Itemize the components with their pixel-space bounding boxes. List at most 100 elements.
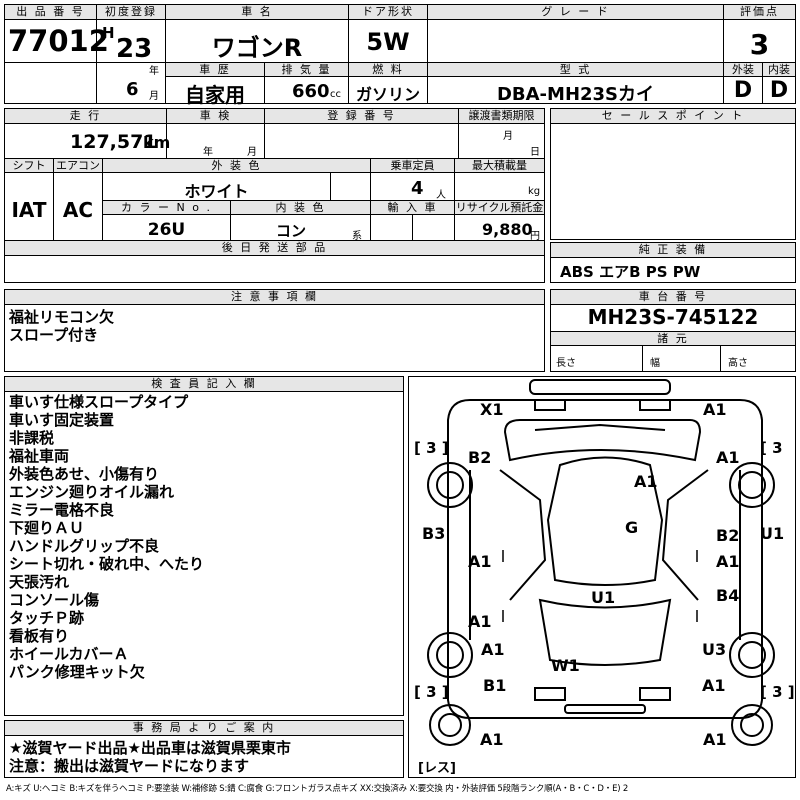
month-unit: 月 xyxy=(149,91,159,102)
color-number: 26U xyxy=(147,220,186,240)
regno-label: 登 録 番 号 xyxy=(265,109,458,124)
mark-a1-left-front-door: A1 xyxy=(468,552,492,571)
load-unit: kg xyxy=(528,186,541,197)
mark-b3: B3 xyxy=(422,524,446,543)
tire-left-front: [ 3 ] xyxy=(414,439,449,457)
exterior-label: 外装 xyxy=(724,63,762,77)
sales-point-box xyxy=(550,108,796,240)
mark-a1-left-quarter: A1 xyxy=(481,640,505,659)
inspector-line: ハンドルグリップ不良 xyxy=(9,537,160,555)
mark-a1-top-right: A1 xyxy=(703,400,727,419)
inspection-month-unit: 月 xyxy=(247,147,257,158)
mark-b4: B4 xyxy=(716,586,740,605)
equipment-items: ABS エアB PS PW xyxy=(560,263,701,281)
length-label: 長さ xyxy=(556,358,576,369)
chassis-label: 車 台 番 号 xyxy=(551,290,795,305)
later-parts-label: 後 日 発 送 部 品 xyxy=(5,241,544,256)
mark-a1-left-rear-door: A1 xyxy=(468,612,492,631)
office-line: ★滋賀ヤード出品★出品車は滋賀県栗東市 xyxy=(9,739,291,757)
chassis-number: MH23S-745122 xyxy=(587,305,759,329)
transfer-day-unit: 日 xyxy=(530,147,540,158)
score: 3 xyxy=(749,28,770,61)
color-label: 外 装 色 xyxy=(103,159,370,173)
lot-no: 77012 xyxy=(8,24,109,58)
caution-notes: 福祉リモコン欠 スロープ付き xyxy=(9,308,114,344)
inspector-line: 車いす仕様スロープタイプ xyxy=(9,393,189,411)
inspector-line: 車いす固定装置 xyxy=(9,411,115,429)
mark-u1-roof: U1 xyxy=(591,588,616,607)
capacity: 4 xyxy=(411,178,424,199)
inspector-line: 看板有り xyxy=(9,627,70,645)
fuel-label: 燃 料 xyxy=(349,63,427,77)
equipment-label: 純 正 装 備 xyxy=(551,243,795,258)
mark-u3: U3 xyxy=(702,640,727,659)
tire-right-rear: [ 3 ] xyxy=(760,683,795,701)
caution-line: スロープ付き xyxy=(9,326,99,344)
color: ホワイト xyxy=(184,182,249,201)
chassis-box xyxy=(550,289,796,372)
load-label: 最大積載量 xyxy=(455,159,544,173)
tire-left-rear: [ 3 ] xyxy=(414,683,449,701)
vehicle-details-block xyxy=(4,108,545,283)
first-reg-label: 初度登録 xyxy=(97,5,165,20)
spare-tire: [レス] xyxy=(418,761,456,776)
office-box xyxy=(4,720,404,778)
inspector-line: エンジン廻りオイル漏れ xyxy=(9,483,175,501)
caution-line: 福祉リモコン欠 xyxy=(9,308,115,326)
reg-year: 23 xyxy=(116,34,153,64)
caution-box xyxy=(4,289,545,372)
era: H xyxy=(102,24,115,42)
score-label: 評価点 xyxy=(724,5,795,20)
exterior-grade: D xyxy=(733,78,753,103)
door-label: ドア形状 xyxy=(349,5,427,20)
inspection-label: 車 検 xyxy=(167,109,264,124)
mark-b2-left: B2 xyxy=(468,448,492,467)
capacity-label: 乗車定員 xyxy=(371,159,454,173)
interior-color: コン xyxy=(275,222,306,240)
door-type: 5W xyxy=(366,28,410,56)
transfer-label: 譲渡書類期限 xyxy=(459,109,544,124)
sales-point-label: セ ー ル ス ポ イ ン ト xyxy=(551,109,795,124)
interior-grade: D xyxy=(769,78,789,103)
capacity-unit: 人 xyxy=(436,190,446,201)
car-name: ワゴンR xyxy=(211,34,303,62)
transfer-month-unit: 月 xyxy=(503,131,513,142)
header-block xyxy=(4,4,796,104)
inspector-line: タッチＰ跡 xyxy=(9,609,85,627)
height-label: 高さ xyxy=(728,358,748,369)
ac: AC xyxy=(62,198,94,222)
inspector-line: 下廻りＡＵ xyxy=(9,519,85,537)
inspector-label: 検 査 員 記 入 欄 xyxy=(5,377,403,392)
inspector-box xyxy=(4,376,404,716)
mark-a1-rear-right: A1 xyxy=(702,676,726,695)
inspector-line: 非課税 xyxy=(9,429,55,447)
mark-a1-right: A1 xyxy=(716,448,740,467)
intcolor-label: 内 装 色 xyxy=(231,201,370,215)
fuel: ガソリン xyxy=(355,85,420,104)
recycle-label: リサイクル預託金 xyxy=(455,201,544,215)
tire-right-front: [ 3 xyxy=(760,439,783,457)
dims-label: 諸 元 xyxy=(551,332,795,346)
year-unit: 年 xyxy=(149,66,159,77)
inspector-line: 天張汚れ xyxy=(9,573,70,591)
inspector-line: 福祉車両 xyxy=(9,447,70,465)
shift-label: シフト xyxy=(5,159,53,173)
office-line: 注意：搬出は滋賀ヤードになります xyxy=(9,757,250,775)
history-label: 車 歴 xyxy=(166,63,264,77)
legend-text: A:キズ U:ヘコミ B:キズを伴うヘコミ P:要塗装 W:補修跡 S:錆 C:… xyxy=(6,784,629,794)
reg-month: 6 xyxy=(126,79,139,100)
mark-a1-bottom-right: A1 xyxy=(703,730,727,749)
inspector-line: シート切れ・破れ中、へたり xyxy=(9,555,205,573)
office-label: 事 務 局 よ り ご 案 内 xyxy=(5,721,403,736)
intcolor-unit: 系 xyxy=(352,231,362,242)
mark-b2-right: B2 xyxy=(716,526,740,545)
inspector-notes: 車いす仕様スロープタイプ 車いす固定装置 非課税 福祉車両 外装色あせ、小傷有り… xyxy=(9,393,204,681)
mark-a1-hood: A1 xyxy=(634,472,658,491)
recycle-unit: 円 xyxy=(530,231,540,242)
equipment-box xyxy=(550,242,796,283)
width-label: 幅 xyxy=(650,358,660,369)
mark-u1-right: U1 xyxy=(760,524,785,543)
displacement-label: 排 気 量 xyxy=(265,63,348,77)
inspection-year-unit: 年 xyxy=(203,147,213,158)
car-outline-diagram xyxy=(427,379,775,746)
